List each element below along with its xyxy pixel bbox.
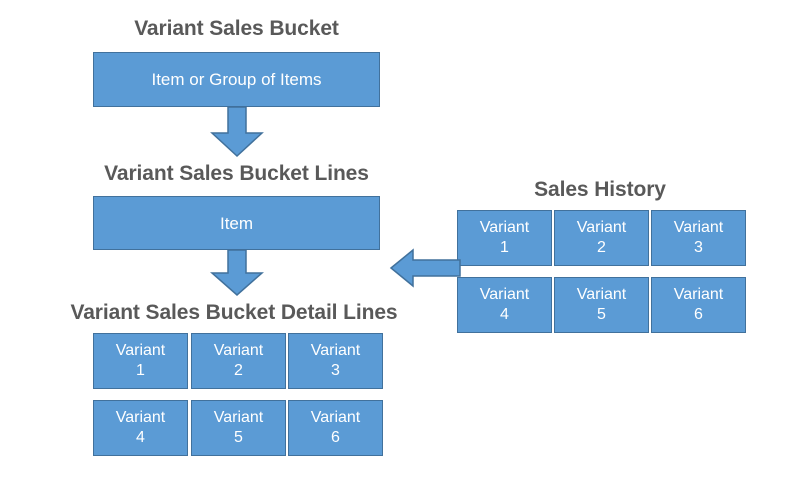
box-item-or-group-of-items[interactable]: Item or Group of Items bbox=[93, 52, 380, 107]
sales-history-variant-box-3[interactable]: Variant 3 bbox=[651, 210, 746, 266]
detail-variant-6-name: Variant bbox=[310, 409, 361, 426]
detail-variant-3-number: 3 bbox=[331, 362, 340, 379]
detail-variant-box-4[interactable]: Variant 4 bbox=[93, 400, 188, 456]
sales-history-variant-box-5[interactable]: Variant 5 bbox=[554, 277, 649, 333]
arrow-bucket-to-lines-icon bbox=[210, 106, 264, 158]
section-title-variant-sales-bucket-detail-lines: Variant Sales Bucket Detail Lines bbox=[70, 301, 398, 324]
arrow-lines-to-detail-lines-icon bbox=[210, 249, 264, 296]
arrow-sales-history-to-lines-icon bbox=[389, 248, 461, 288]
detail-variant-5-name: Variant bbox=[213, 409, 264, 426]
sales-history-variant-box-1[interactable]: Variant 1 bbox=[457, 210, 552, 266]
sales-history-variant-6-number: 6 bbox=[694, 306, 703, 323]
sales-history-variant-box-6[interactable]: Variant 6 bbox=[651, 277, 746, 333]
section-title-sales-history: Sales History bbox=[534, 178, 666, 201]
sales-history-variant-2-number: 2 bbox=[597, 239, 606, 256]
sales-history-variant-1-number: 1 bbox=[500, 239, 509, 256]
detail-variant-box-6[interactable]: Variant 6 bbox=[288, 400, 383, 456]
detail-variant-1-number: 1 bbox=[136, 362, 145, 379]
detail-variant-box-5[interactable]: Variant 5 bbox=[191, 400, 286, 456]
detail-variant-2-name: Variant bbox=[213, 342, 264, 359]
sales-history-variant-5-number: 5 bbox=[597, 306, 606, 323]
detail-variant-4-number: 4 bbox=[136, 429, 145, 446]
section-title-variant-sales-bucket: Variant Sales Bucket bbox=[134, 17, 339, 40]
sales-history-variant-box-4[interactable]: Variant 4 bbox=[457, 277, 552, 333]
section-title-variant-sales-bucket-lines: Variant Sales Bucket Lines bbox=[104, 162, 369, 185]
detail-variant-3-name: Variant bbox=[310, 342, 361, 359]
sales-history-variant-3-name: Variant bbox=[673, 219, 724, 236]
sales-history-variant-5-name: Variant bbox=[576, 286, 627, 303]
sales-history-variant-6-name: Variant bbox=[673, 286, 724, 303]
detail-variant-box-3[interactable]: Variant 3 bbox=[288, 333, 383, 389]
sales-history-variant-1-name: Variant bbox=[479, 219, 530, 236]
sales-history-variant-2-name: Variant bbox=[576, 219, 627, 236]
sales-history-variant-3-number: 3 bbox=[694, 239, 703, 256]
detail-variant-box-2[interactable]: Variant 2 bbox=[191, 333, 286, 389]
sales-history-variant-4-name: Variant bbox=[479, 286, 530, 303]
sales-history-variant-box-2[interactable]: Variant 2 bbox=[554, 210, 649, 266]
sales-history-variant-4-number: 4 bbox=[500, 306, 509, 323]
detail-variant-4-name: Variant bbox=[115, 409, 166, 426]
detail-variant-1-name: Variant bbox=[115, 342, 166, 359]
detail-variant-2-number: 2 bbox=[234, 362, 243, 379]
detail-variant-6-number: 6 bbox=[331, 429, 340, 446]
detail-variant-5-number: 5 bbox=[234, 429, 243, 446]
detail-variant-box-1[interactable]: Variant 1 bbox=[93, 333, 188, 389]
box-item[interactable]: Item bbox=[93, 196, 380, 250]
